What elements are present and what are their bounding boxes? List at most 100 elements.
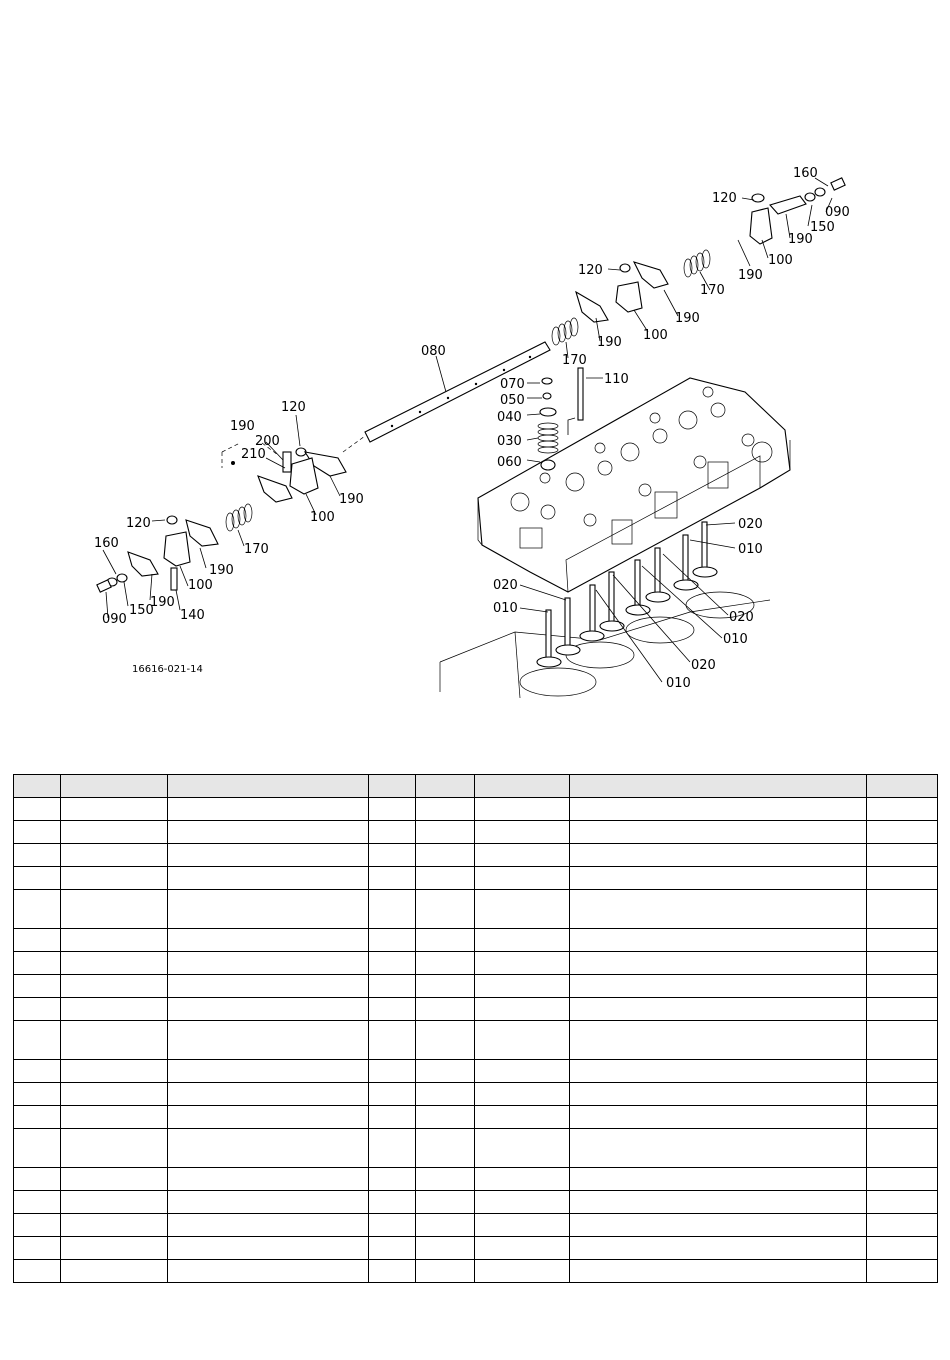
table-cell [13, 997, 61, 1021]
table-cell [866, 820, 938, 844]
callout-190-mid-1: 190 [675, 311, 700, 326]
callout-120-mid: 120 [578, 263, 603, 278]
table-cell [13, 843, 61, 867]
table-cell [167, 1213, 369, 1237]
table-cell [415, 797, 475, 821]
table-cell [13, 1020, 61, 1060]
table-cell [60, 1128, 168, 1168]
table-cell [60, 797, 168, 821]
callout-190-left-2: 190 [209, 563, 234, 578]
callout-170-mid: 170 [562, 353, 587, 368]
table-cell [60, 974, 168, 998]
table-header-row [13, 774, 938, 798]
table-cell [474, 1059, 570, 1083]
callout-080: 080 [421, 344, 446, 359]
table-cell [569, 1128, 867, 1168]
table-cell [60, 1259, 168, 1283]
callout-150-right: 150 [810, 220, 835, 235]
callout-170-left: 170 [244, 542, 269, 557]
table-cell [474, 843, 570, 867]
table-cell [13, 951, 61, 975]
table-cell [167, 889, 369, 929]
table-cell [415, 1213, 475, 1237]
table-cell [60, 1236, 168, 1260]
table-cell [474, 1167, 570, 1191]
table-cell [13, 1167, 61, 1191]
table-cell [474, 1236, 570, 1260]
table-row [13, 1259, 938, 1283]
callout-150-left: 150 [129, 603, 154, 618]
table-cell [474, 951, 570, 975]
callout-190-right-2: 190 [738, 268, 763, 283]
callout-020-d: 020 [493, 578, 518, 593]
header-cell [60, 774, 168, 798]
table-cell [368, 1167, 416, 1191]
callout-010-d: 010 [493, 601, 518, 616]
callout-070: 070 [500, 377, 525, 392]
table-cell [13, 1082, 61, 1106]
cylinder-head [477, 377, 791, 593]
table-cell [415, 1105, 475, 1129]
table-cell [866, 866, 938, 890]
table-cell [60, 1082, 168, 1106]
table-cell [415, 951, 475, 975]
table-cell [167, 1020, 369, 1060]
table-cell [415, 820, 475, 844]
callout-030: 030 [497, 434, 522, 449]
table-cell [167, 1236, 369, 1260]
callout-190-right-1: 190 [788, 232, 813, 247]
callout-labels: 160 120 090 150 190 100 190 120 170 190 … [94, 166, 850, 691]
callout-020-c: 020 [691, 658, 716, 673]
table-cell [13, 1190, 61, 1214]
table-cell [415, 843, 475, 867]
header-cell [13, 774, 61, 798]
table-cell [569, 974, 867, 998]
table-cell [60, 997, 168, 1021]
callout-100-mid: 100 [643, 328, 668, 343]
table-cell [866, 1167, 938, 1191]
table-cell [60, 1167, 168, 1191]
callout-190-bracket: 190 [230, 419, 255, 434]
table-cell [60, 820, 168, 844]
callout-160-right: 160 [793, 166, 818, 181]
table-cell [866, 928, 938, 952]
table-cell [474, 974, 570, 998]
callout-210: 210 [241, 447, 266, 462]
table-cell [13, 820, 61, 844]
table-cell [474, 1259, 570, 1283]
table-cell [167, 866, 369, 890]
table-cell [60, 866, 168, 890]
table-cell [60, 951, 168, 975]
table-cell [474, 1213, 570, 1237]
table-cell [13, 1059, 61, 1083]
callout-190-mid-2: 190 [597, 335, 622, 350]
table-cell [368, 797, 416, 821]
table-cell [167, 843, 369, 867]
callout-090-right: 090 [825, 205, 850, 220]
table-row [13, 866, 938, 890]
table-cell [569, 1167, 867, 1191]
table-cell [569, 820, 867, 844]
table-cell [866, 997, 938, 1021]
table-cell [13, 889, 61, 929]
table-cell [60, 1105, 168, 1129]
table-cell [13, 797, 61, 821]
table-cell [474, 1082, 570, 1106]
table-cell [13, 1213, 61, 1237]
table-cell [415, 1128, 475, 1168]
callout-120-left: 120 [281, 400, 306, 415]
table-cell [866, 974, 938, 998]
table-cell [368, 951, 416, 975]
table-cell [569, 1020, 867, 1060]
table-cell [415, 1059, 475, 1083]
table-cell [415, 1190, 475, 1214]
table-cell [569, 1082, 867, 1106]
callout-020-b: 020 [729, 610, 754, 625]
parts-table-body [13, 774, 938, 1283]
table-cell [415, 1020, 475, 1060]
rocker-assembly-right [551, 177, 846, 346]
table-cell [167, 997, 369, 1021]
table-cell [866, 1020, 938, 1060]
table-cell [474, 797, 570, 821]
table-cell [368, 928, 416, 952]
